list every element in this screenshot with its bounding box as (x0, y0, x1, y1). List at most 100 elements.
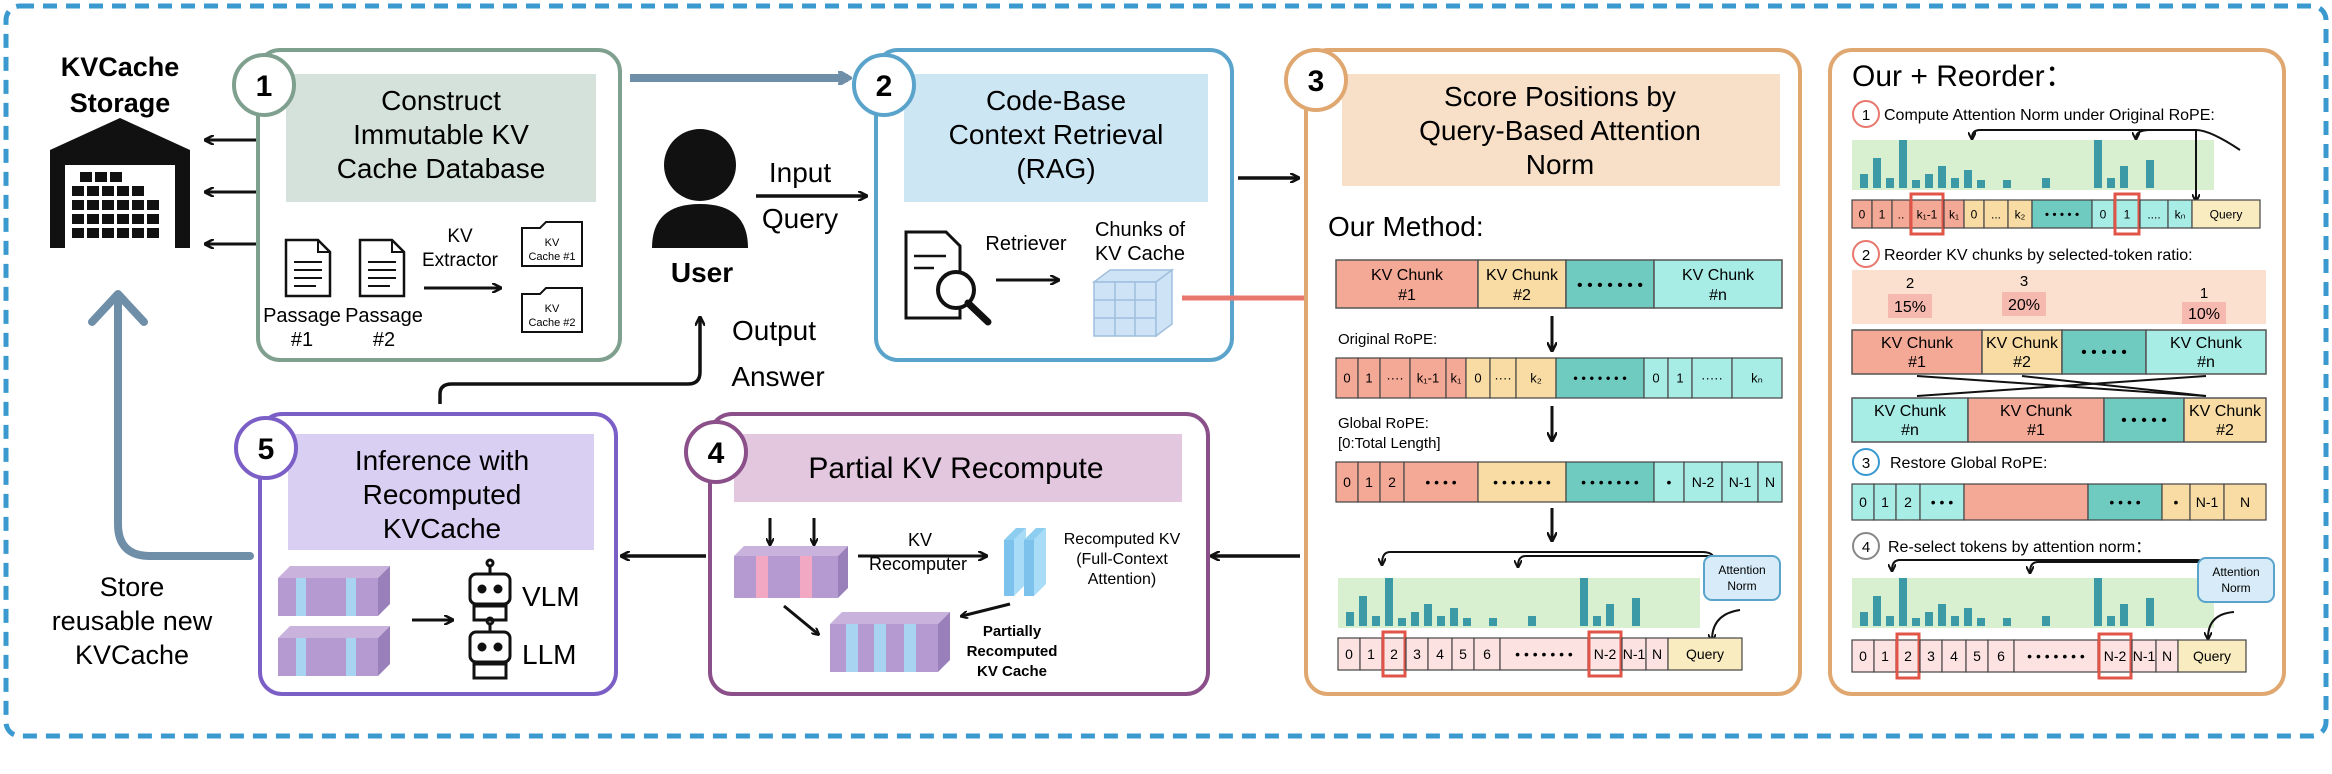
attention-bar (1398, 618, 1406, 626)
reorder-step1-text: Compute Attention Norm under Original Ro… (1884, 107, 2215, 124)
token-label: N-2 (1594, 646, 1617, 662)
global-rope-label: [0:Total Length] (1338, 435, 1441, 452)
attention-bar (2146, 160, 2154, 188)
attention-bar (1463, 618, 1471, 626)
step5-title: Recomputed (363, 479, 522, 510)
token-cell (1909, 199, 1945, 229)
kv-chunk-label: #2 (1513, 287, 1531, 304)
token-label: N-1 (1729, 474, 1752, 490)
token-label: 2 (1390, 646, 1398, 662)
attention-bar (2107, 616, 2115, 626)
selected-token-marker (2097, 632, 2133, 680)
step5-title: KVCache (383, 513, 501, 544)
partial-kv-label: KV Cache (977, 663, 1047, 680)
reorder-step3-text: Restore Global RoPE: (1890, 455, 2047, 472)
token-label: 0 (1859, 494, 1867, 510)
kv-block-icon (278, 566, 390, 616)
attention-bar (1951, 178, 1959, 188)
document-icon (284, 238, 332, 298)
token-label: N (1652, 646, 1662, 662)
storage-title: Storage (70, 88, 171, 118)
token-label: kₙ (2175, 207, 2186, 221)
user-section: User Input Query Output Answer (438, 129, 866, 404)
cache-label: KV (545, 303, 560, 315)
token-cell (1731, 357, 1783, 399)
attention-bar (2094, 578, 2102, 626)
attention-bar (2120, 604, 2128, 626)
token-cell (1941, 639, 1967, 673)
step-number-badge (852, 53, 916, 117)
attention-bar (1580, 578, 1588, 626)
attention-norm-label: Attention (2212, 565, 2259, 579)
token-cell (2223, 483, 2267, 521)
step-number: 3 (1308, 65, 1325, 98)
kv-chunk-label: #1 (2027, 422, 2045, 439)
store-label: KVCache (75, 640, 189, 670)
token-cell (2161, 483, 2191, 521)
attention-bar (1372, 616, 1380, 626)
token-cell (1489, 357, 1517, 399)
token-label: 2 (1388, 474, 1396, 490)
passage-label: Passage (263, 305, 341, 327)
store-arrow (114, 296, 254, 560)
token-label: N-2 (2104, 648, 2127, 664)
token-cell (2013, 639, 2099, 673)
attention-bar (1450, 608, 1458, 626)
retriever-label: Retriever (985, 233, 1066, 255)
token-label: • • • • • • • (1573, 371, 1627, 386)
token-label: N-1 (1623, 646, 1646, 662)
attention-bar (1437, 616, 1445, 626)
attention-norm-label: Norm (1727, 579, 1756, 593)
recomputer-label: Recomputer (869, 554, 967, 574)
token-label: N-2 (1692, 474, 1715, 490)
attention-bar (1411, 612, 1419, 626)
ratio-value: 10% (2188, 306, 2220, 323)
chunks-before-row: KV Chunk #1 KV Chunk #2 • • • • • KV Chu… (1851, 329, 2267, 375)
attention-bar (1977, 618, 1985, 626)
token-cell (1919, 483, 1965, 521)
token-cell (2191, 199, 2261, 229)
kv-chunk-row: KV Chunk #1 KV Chunk #2 • • • • • • • KV… (1335, 259, 1783, 309)
token-label: 0 (2100, 207, 2107, 221)
token-label: ····· (1701, 371, 1723, 386)
token-label: N (2240, 494, 2250, 510)
token-label: 0 (1474, 371, 1481, 386)
token-label: 0 (1971, 207, 1978, 221)
token-label: .... (2147, 207, 2160, 221)
token-label: k₁ (1451, 371, 1463, 386)
chunks-after-row: KV Chunk #n KV Chunk #1 • • • • • KV Chu… (1851, 397, 2267, 443)
step-number: 1 (256, 70, 273, 103)
token-cell (1653, 461, 1685, 503)
our-method-label: Our Method: (1328, 211, 1484, 242)
ratio-value: 20% (2008, 297, 2040, 314)
selected-token-marker (2113, 192, 2141, 236)
warehouse-icon (50, 118, 190, 248)
token-label: 6 (1483, 646, 1491, 662)
robot-icon (468, 616, 512, 680)
token-label: 0 (1652, 371, 1659, 386)
sub-step-number: 2 (1862, 247, 1870, 264)
token-label: Query (1686, 646, 1724, 662)
step-number-badge (684, 420, 748, 484)
token-label: 1 (1365, 474, 1373, 490)
token-label: k₁ (1949, 207, 1959, 221)
attention-bar (2042, 178, 2050, 188)
attention-bar (1925, 174, 1933, 188)
user-icon (652, 129, 748, 248)
token-label: 1 (1881, 648, 1889, 664)
token-label: N (2162, 648, 2172, 664)
attention-bar (1899, 140, 1907, 188)
attention-bar (2094, 140, 2102, 188)
storage-section: KVCache Storage Store reusable new KVCac… (50, 52, 256, 670)
chunks-label: Chunks of (1095, 219, 1185, 241)
kv-chunk-label: KV Chunk (2170, 335, 2243, 352)
token-label: k₂ (1530, 371, 1542, 386)
kv-block-icon (278, 626, 390, 676)
token-cell (2167, 199, 2193, 229)
token-cell (2031, 199, 2093, 229)
user-label: User (671, 257, 733, 288)
